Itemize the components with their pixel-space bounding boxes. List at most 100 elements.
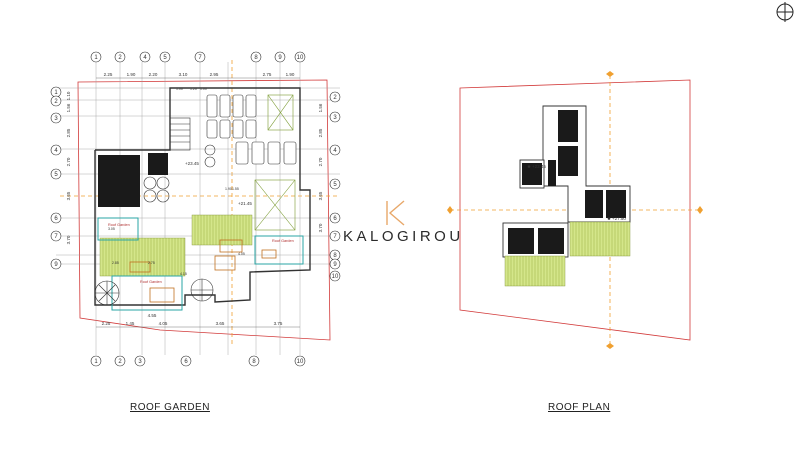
grid-bubble-left: 4 [50,144,62,156]
roof-garden-title: ROOF GARDEN [130,402,210,413]
dimension-label: 1.10 [66,91,71,100]
small-dimension: 4.15 [180,272,187,276]
small-dimension: 1.00 [176,87,183,91]
grid-bubble-top: 9 [274,51,286,63]
dimension-label: 3.65 [216,321,225,326]
grid-bubble-bottom: 8 [248,355,260,367]
equipment-unit [232,94,244,118]
dimension-label: 1.45 [126,321,135,326]
level-label: +21.45 [238,201,252,206]
grid-bubble-label: 7 [198,55,202,61]
dimension-label: 3.10 [179,72,188,77]
spiral-stair [94,278,214,306]
small-dimension: 2.85 [112,261,119,265]
grid-bubble-label: 6 [333,216,337,222]
equipment-unit [251,141,265,165]
level-label: +27.50 [612,216,626,221]
grid-bubble-label: 5 [333,182,337,188]
small-dimension: 1.90 [225,187,232,191]
grid-bubble-top: 1 [90,51,102,63]
grid-bubble-label: 9 [54,262,58,268]
grid-bubble-label: 1 [94,359,98,365]
grid-bubble-label: 10 [297,55,304,61]
equipment-unit [267,141,281,165]
level-label: +23.45 [185,161,199,166]
small-dimension: 1.20 [190,87,197,91]
roof-plan-title: ROOF PLAN [548,402,611,413]
small-dimension: 2.75 [148,261,155,265]
grid-bubble-label: 2 [54,99,58,105]
dimension-label: 4.05 [159,321,168,326]
void-shaft [254,94,296,231]
roof-plan: +23.45 +27.50 [447,71,703,349]
solar-panel [508,110,626,254]
grid-bubble-top: 8 [250,51,262,63]
equipment-unit [232,119,244,139]
grid-bubble-left: 6 [50,212,62,224]
dimension-label: 3.70 [318,223,323,232]
grid-bubble-label: 9 [278,55,282,61]
grid-bubble-label: 5 [163,55,167,61]
room-label: Roof Garden [108,223,130,227]
grid-bubble-label: 6 [184,359,188,365]
grid-bubble-label: 9 [333,262,337,268]
dimension-label: 2.75 [263,72,272,77]
room-label: Roof Garden [272,239,294,243]
grid-bubble-label: 5 [54,172,58,178]
north-arrow-icon [776,2,794,22]
dimension-label: 2.25 [104,72,113,77]
grid-bubble-label: 1 [54,90,58,96]
property-boundary [459,79,691,341]
grid-bubble-bottom: 10 [294,355,306,367]
grid-bubble-right: 2 [329,91,341,103]
dimension-label: 1.56 [66,103,71,112]
grid-bubble-label: 10 [332,274,339,280]
water-tanks [143,144,216,203]
dimension-label: 3.70 [66,235,71,244]
grid-bubble-right: 10 [329,270,341,282]
grid-bubble-top: 2 [114,51,126,63]
grid-bubble-label: 4 [333,148,337,154]
grid-bubble-label: 6 [54,216,58,222]
grid-bubble-left: 9 [50,258,62,270]
brand-name: KALOGIROU [343,228,464,245]
grid-bubble-label: 7 [54,234,58,240]
equipment-unit [245,119,257,139]
level-label: +23.45 [532,164,546,169]
brand-monogram [386,200,405,226]
dimension-label: 3.65 [318,191,323,200]
dimension-label: 4.55 [148,313,157,318]
dimension-label: 2.70 [318,157,323,166]
dimension-label: 2.70 [66,157,71,166]
grid-bubble-top: 5 [159,51,171,63]
grid-bubble-bottom: 2 [114,355,126,367]
equipment-unit [219,119,231,139]
solar-panel [148,153,168,175]
grid-bubble-label: 4 [143,55,147,61]
property-boundary [77,79,331,341]
grid-bubble-left: 5 [50,168,62,180]
grid-bubble-bottom: 3 [134,355,146,367]
dimension-label: 2.85 [318,128,323,137]
grid-bubble-top: 7 [194,51,206,63]
equipment-unit [245,94,257,118]
level-marker [607,217,611,220]
solar-panel [98,155,140,207]
grid-bubble-top: 10 [294,51,306,63]
grid-bubble-top: 4 [139,51,151,63]
equipment-unit [219,94,231,118]
equipment-unit [283,141,297,165]
grid-bubble-label: 3 [333,115,337,121]
grid-bubble-label: 8 [252,359,256,365]
level-marker [527,165,531,168]
grid-bubble-label: 8 [333,253,337,259]
grid-bubble-label: 3 [54,116,58,122]
small-dimension: 4.05 [238,252,245,256]
grid-bubble-right: 4 [329,144,341,156]
dimension-label: 1.90 [286,72,295,77]
grid-bubble-label: 3 [138,359,142,365]
grid-bubble-right: 6 [329,212,341,224]
grid-bubble-right: 7 [329,230,341,242]
grid-bubble-left: 1 [50,86,62,98]
